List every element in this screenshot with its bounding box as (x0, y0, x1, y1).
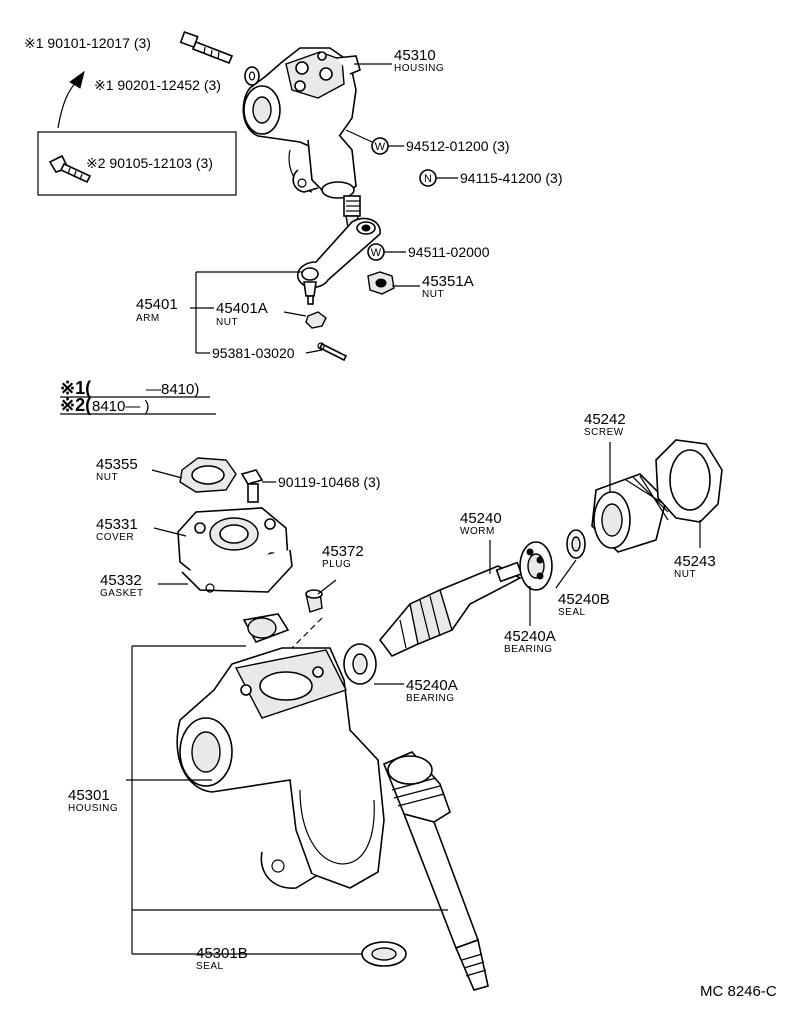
label-45243-number: 45243 (674, 553, 716, 570)
label-45240-name: WORM (460, 526, 495, 537)
lower-leaders (126, 442, 701, 955)
diagram-code: MC 8246-C (700, 983, 777, 1000)
housing-45301-drawing (176, 647, 385, 889)
arm-45401-drawing (296, 217, 381, 305)
label-45401A-name: NUT (216, 317, 238, 328)
w-symbol-2: W (367, 243, 385, 261)
n-symbol: N (419, 169, 437, 187)
label-45242-number: 45242 (584, 411, 626, 428)
label-45355-number: 45355 (96, 456, 138, 473)
label-45301-name: HOUSING (68, 803, 118, 814)
pin-95381-drawing (317, 342, 348, 362)
w-symbol-1: W (371, 137, 389, 155)
label-45355-name: NUT (96, 472, 118, 483)
legend-row1-mark: ※1( (60, 378, 91, 398)
label-45301B-name: SEAL (196, 961, 224, 972)
legend-row2-value: 8410— ) (92, 398, 150, 415)
washer-90201-drawing (244, 66, 260, 86)
label-washer-90201: ※1 90201-12452 (3) (94, 77, 221, 93)
legend-row1-value: —8410) (146, 381, 199, 398)
label-45351A-number: 45351A (422, 273, 474, 290)
bolt-90101-drawing (179, 30, 234, 65)
label-bolt-90101: ※1 90101-12017 (3) (24, 35, 151, 51)
label-90119: 90119-10468 (3) (278, 474, 380, 490)
seal-45240B-drawing (566, 529, 586, 559)
label-45331-number: 45331 (96, 516, 138, 533)
label-45401-number: 45401 (136, 296, 178, 313)
label-45351A-name: NUT (422, 289, 444, 300)
label-45401A-number: 45401A (216, 300, 268, 317)
bearing-45240A-upper-drawing (519, 541, 553, 591)
housing-45310-drawing (242, 47, 361, 229)
label-95381: 95381-03020 (212, 345, 295, 361)
label-45240-number: 45240 (460, 510, 502, 527)
label-45372-name: PLUG (322, 559, 351, 570)
label-45372-number: 45372 (322, 543, 364, 560)
nut-45355-drawing (179, 457, 237, 493)
gasket-45332-drawing (181, 549, 293, 593)
label-45240A-lower-name: BEARING (406, 693, 455, 704)
legend: ※1( —8410) ※2( 8410— ) (60, 378, 216, 415)
bolt-90119-drawing (240, 469, 264, 503)
screw-45242-drawing (591, 473, 669, 553)
label-45240B-number: 45240B (558, 591, 610, 608)
label-45332-name: GASKET (100, 588, 144, 599)
seal-45301B-drawing (361, 941, 407, 967)
label-94512: 94512-01200 (3) (406, 138, 510, 154)
label-94115: 94115-41200 (3) (460, 170, 562, 186)
svg-text:W: W (371, 247, 382, 259)
label-45310-name: HOUSING (394, 63, 444, 74)
needle-bearing-drawing (242, 613, 290, 643)
label-45243-name: NUT (674, 569, 696, 580)
label-45301B-number: 45301B (196, 945, 248, 962)
label-45331-name: COVER (96, 532, 134, 543)
legend-row2-mark: ※2( (60, 395, 91, 415)
label-45401-name: ARM (136, 313, 160, 324)
label-45240A-lower-number: 45240A (406, 677, 458, 694)
nut-45243-drawing (655, 439, 723, 523)
sector-shaft-drawing (382, 751, 489, 991)
label-45240A-upper-name: BEARING (504, 644, 553, 655)
label-45242-name: SCREW (584, 427, 624, 438)
label-45332-number: 45332 (100, 572, 142, 589)
arrow-head (69, 70, 85, 89)
inset-box (37, 131, 237, 196)
label-45240A-upper-number: 45240A (504, 628, 556, 645)
plug-45372-drawing (305, 589, 323, 613)
label-45310-number: 45310 (394, 47, 436, 64)
label-45301-number: 45301 (68, 787, 110, 804)
label-94511: 94511-02000 (408, 244, 490, 260)
nut-45351A-drawing (367, 271, 395, 295)
label-bolt-90105: ※2 90105-12103 (3) (86, 155, 213, 171)
svg-text:N: N (424, 173, 432, 185)
bearing-45240A-lower-drawing (343, 643, 377, 685)
nut-45401A-drawing (305, 311, 327, 329)
worm-45240-drawing (378, 561, 523, 657)
svg-text:W: W (375, 141, 386, 153)
label-45240B-name: SEAL (558, 607, 586, 618)
arrow-curve (57, 79, 79, 129)
upper-leaders (190, 63, 458, 354)
